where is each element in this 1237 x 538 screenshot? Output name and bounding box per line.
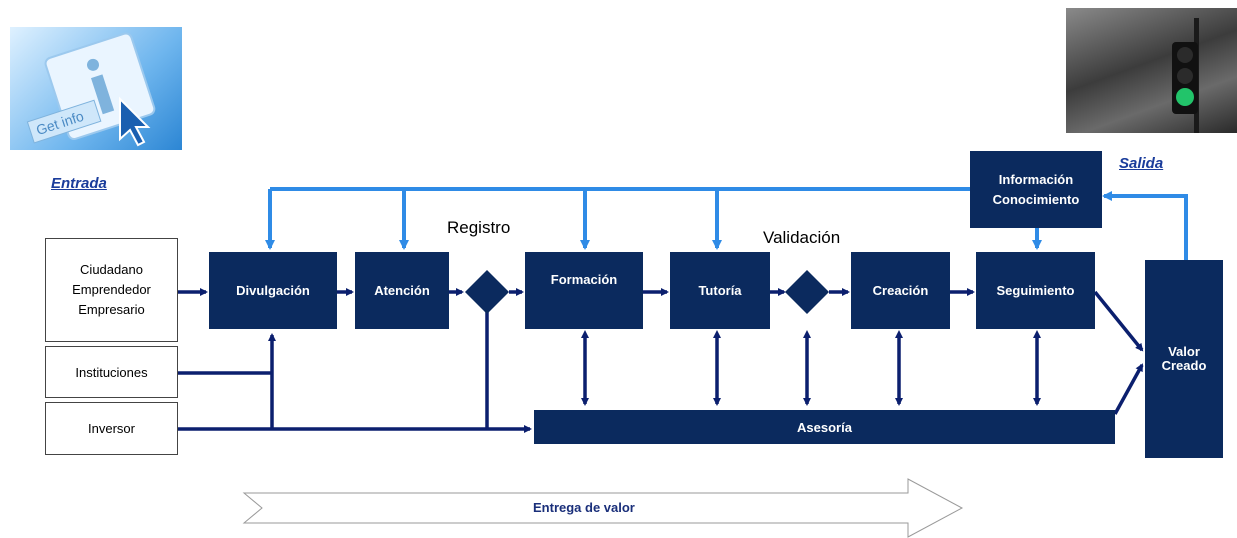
registro-decision: [465, 270, 509, 314]
inversor-box: Inversor: [45, 402, 178, 455]
valor-line: Valor: [1168, 344, 1200, 359]
entrada-label: Entrada: [51, 175, 107, 192]
valor-creado-box: Valor Creado: [1145, 260, 1223, 458]
instituciones-label: Instituciones: [75, 364, 148, 380]
tutoria-box: Tutoría: [670, 252, 770, 329]
creacion-label: Creación: [872, 283, 929, 298]
atencion-label: Atención: [374, 283, 430, 298]
formacion-label: Formación: [550, 272, 618, 287]
informacion-box: Información Conocimiento: [970, 151, 1102, 228]
inversor-label: Inversor: [88, 421, 135, 436]
conocimiento-line: Conocimiento: [992, 191, 1080, 207]
seguimiento-box: Seguimiento: [976, 252, 1095, 329]
entrega-arrow: [242, 478, 964, 538]
emprendedor-line: Emprendedor: [72, 282, 151, 297]
empresario-line: Empresario: [78, 302, 145, 317]
informacion-line: Información: [998, 171, 1074, 187]
entrega-label: Entrega de valor: [533, 500, 635, 515]
tutoria-label: Tutoría: [698, 283, 742, 298]
creado-line: Creado: [1161, 358, 1207, 373]
registro-label: Registro: [447, 218, 511, 237]
creacion-box: Creación: [851, 252, 950, 329]
atencion-box: Atención: [355, 252, 449, 329]
instituciones-box: Instituciones: [45, 346, 178, 398]
ciudadano-box: Ciudadano Emprendedor Empresario: [45, 238, 178, 342]
validacion-label: Validación: [763, 228, 841, 247]
get-info-icon: Get info: [10, 27, 182, 150]
salida-label: Salida: [1119, 155, 1164, 172]
seguimiento-label: Seguimiento: [996, 283, 1075, 298]
divulgacion-label: Divulgación: [236, 283, 310, 298]
asesoria-box: Asesoría: [534, 410, 1115, 444]
formacion-box: Formación: [525, 252, 643, 329]
ciudadano-line: Ciudadano: [80, 262, 143, 277]
asesoria-label: Asesoría: [797, 419, 852, 435]
divulgacion-box: Divulgación: [209, 252, 337, 329]
traffic-light-image: [1066, 8, 1237, 133]
validacion-decision: [785, 270, 829, 314]
